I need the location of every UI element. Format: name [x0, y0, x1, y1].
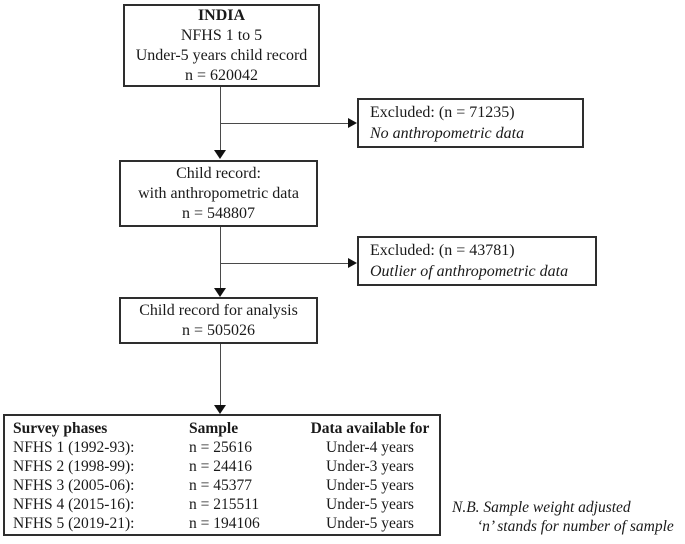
- arrow-down-icon: [214, 405, 226, 414]
- excluded-count: Excluded: (n = 43781): [370, 242, 515, 259]
- cell-sample: n = 45377: [189, 477, 252, 494]
- flow-box-excluded-no-anthropometric: Excluded: (n = 71235) No anthropometric …: [357, 98, 584, 148]
- header-survey-phases: Survey phases: [13, 420, 108, 437]
- cell-phase: NFHS 1 (1992-93):: [13, 439, 135, 456]
- header-data-available: Data available for: [310, 420, 430, 437]
- cell-phase: NFHS 2 (1998-99):: [13, 458, 135, 475]
- flow-box-anthropometric-data: Child record: with anthropometric data n…: [119, 160, 318, 227]
- flow-box-excluded-outlier: Excluded: (n = 43781) Outlier of anthrop…: [357, 236, 597, 286]
- cell-data: Under-5 years: [326, 477, 414, 494]
- excluded-reason: No anthropometric data: [370, 125, 525, 142]
- cell-phase: NFHS 3 (2005-06):: [13, 477, 135, 494]
- flow-box-anthro-line: with anthropometric data: [138, 184, 299, 202]
- note-line-2: ‘n’ stands for number of sample: [477, 518, 674, 535]
- note-line-1: N.B. Sample weight adjusted: [452, 499, 631, 516]
- excluded-reason: Outlier of anthropometric data: [370, 263, 569, 280]
- table-row: NFHS 4 (2015-16): n = 215511 Under-5 yea…: [13, 495, 439, 514]
- cell-data: Under-5 years: [326, 515, 414, 532]
- connector-line-vertical-2: [220, 227, 221, 288]
- connector-line-branch-2: [221, 263, 348, 264]
- cell-data: Under-5 years: [326, 496, 414, 513]
- table-row: NFHS 1 (1992-93): n = 25616 Under-4 year…: [13, 438, 439, 457]
- excluded-count: Excluded: (n = 71235): [370, 104, 515, 121]
- flow-box-anthro-count: n = 548807: [181, 204, 256, 222]
- cell-sample: n = 194106: [189, 515, 260, 532]
- flow-box-analysis-line: Child record for analysis: [139, 301, 298, 319]
- arrow-right-icon: [348, 118, 357, 128]
- connector-line-vertical-3: [220, 344, 221, 405]
- header-sample: Sample: [189, 420, 239, 437]
- cell-sample: n = 215511: [189, 496, 260, 513]
- connector-line-vertical-1: [220, 87, 221, 150]
- flow-box-india-line: NFHS 1 to 5: [180, 26, 263, 44]
- table-row: NFHS 5 (2019-21): n = 194106 Under-5 yea…: [13, 514, 439, 533]
- flow-box-india-count: n = 620042: [184, 66, 259, 84]
- connector-line-branch-1: [221, 123, 348, 124]
- table-row: NFHS 3 (2005-06): n = 45377 Under-5 year…: [13, 476, 439, 495]
- arrow-right-icon: [348, 258, 357, 268]
- arrow-down-icon: [214, 288, 226, 297]
- cell-sample: n = 24416: [189, 458, 252, 475]
- cell-phase: NFHS 5 (2019-21):: [13, 515, 135, 532]
- table-row: NFHS 2 (1998-99): n = 24416 Under-3 year…: [13, 457, 439, 476]
- flow-box-analysis: Child record for analysis n = 505026: [119, 297, 318, 344]
- flow-box-india: INDIA NFHS 1 to 5 Under-5 years child re…: [123, 4, 320, 87]
- flow-box-india-title: INDIA: [197, 6, 246, 24]
- cell-data: Under-3 years: [326, 458, 414, 475]
- flow-box-anthro-line: Child record:: [176, 164, 261, 182]
- cell-data: Under-4 years: [326, 439, 414, 456]
- cell-phase: NFHS 4 (2015-16):: [13, 496, 135, 513]
- flow-box-india-line: Under-5 years child record: [135, 46, 308, 64]
- arrow-down-icon: [214, 150, 226, 159]
- flow-box-analysis-count: n = 505026: [181, 321, 256, 339]
- table-header-row: Survey phases Sample Data available for: [13, 419, 439, 438]
- survey-phases-table: Survey phases Sample Data available for …: [3, 414, 441, 536]
- cell-sample: n = 25616: [189, 439, 252, 456]
